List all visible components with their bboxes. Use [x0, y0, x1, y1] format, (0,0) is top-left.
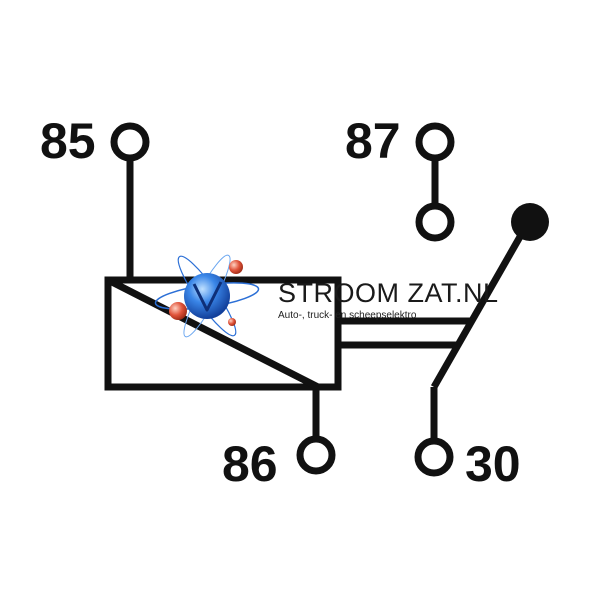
terminal-85-icon — [110, 122, 150, 162]
wires — [126, 158, 529, 440]
terminals — [110, 122, 455, 477]
watermark-title: STROOM ZAT.NL — [278, 278, 499, 308]
pin-label-85: 85 — [40, 113, 96, 169]
pin-label-30: 30 — [465, 436, 521, 492]
coil-diagonal — [106, 276, 320, 391]
watermark-logo-icon — [154, 254, 260, 338]
terminal-87-lower-icon — [415, 202, 455, 242]
pin-label-87: 87 — [345, 113, 401, 169]
terminal-87-icon — [415, 122, 455, 162]
terminal-86-icon — [296, 435, 336, 475]
switch-contact-icon — [511, 203, 549, 241]
terminal-30-icon — [414, 437, 454, 477]
pin-label-86: 86 — [222, 436, 278, 492]
watermark-subtitle: Auto-, truck- en scheepselektro — [278, 310, 417, 321]
switch-arm — [430, 226, 529, 389]
